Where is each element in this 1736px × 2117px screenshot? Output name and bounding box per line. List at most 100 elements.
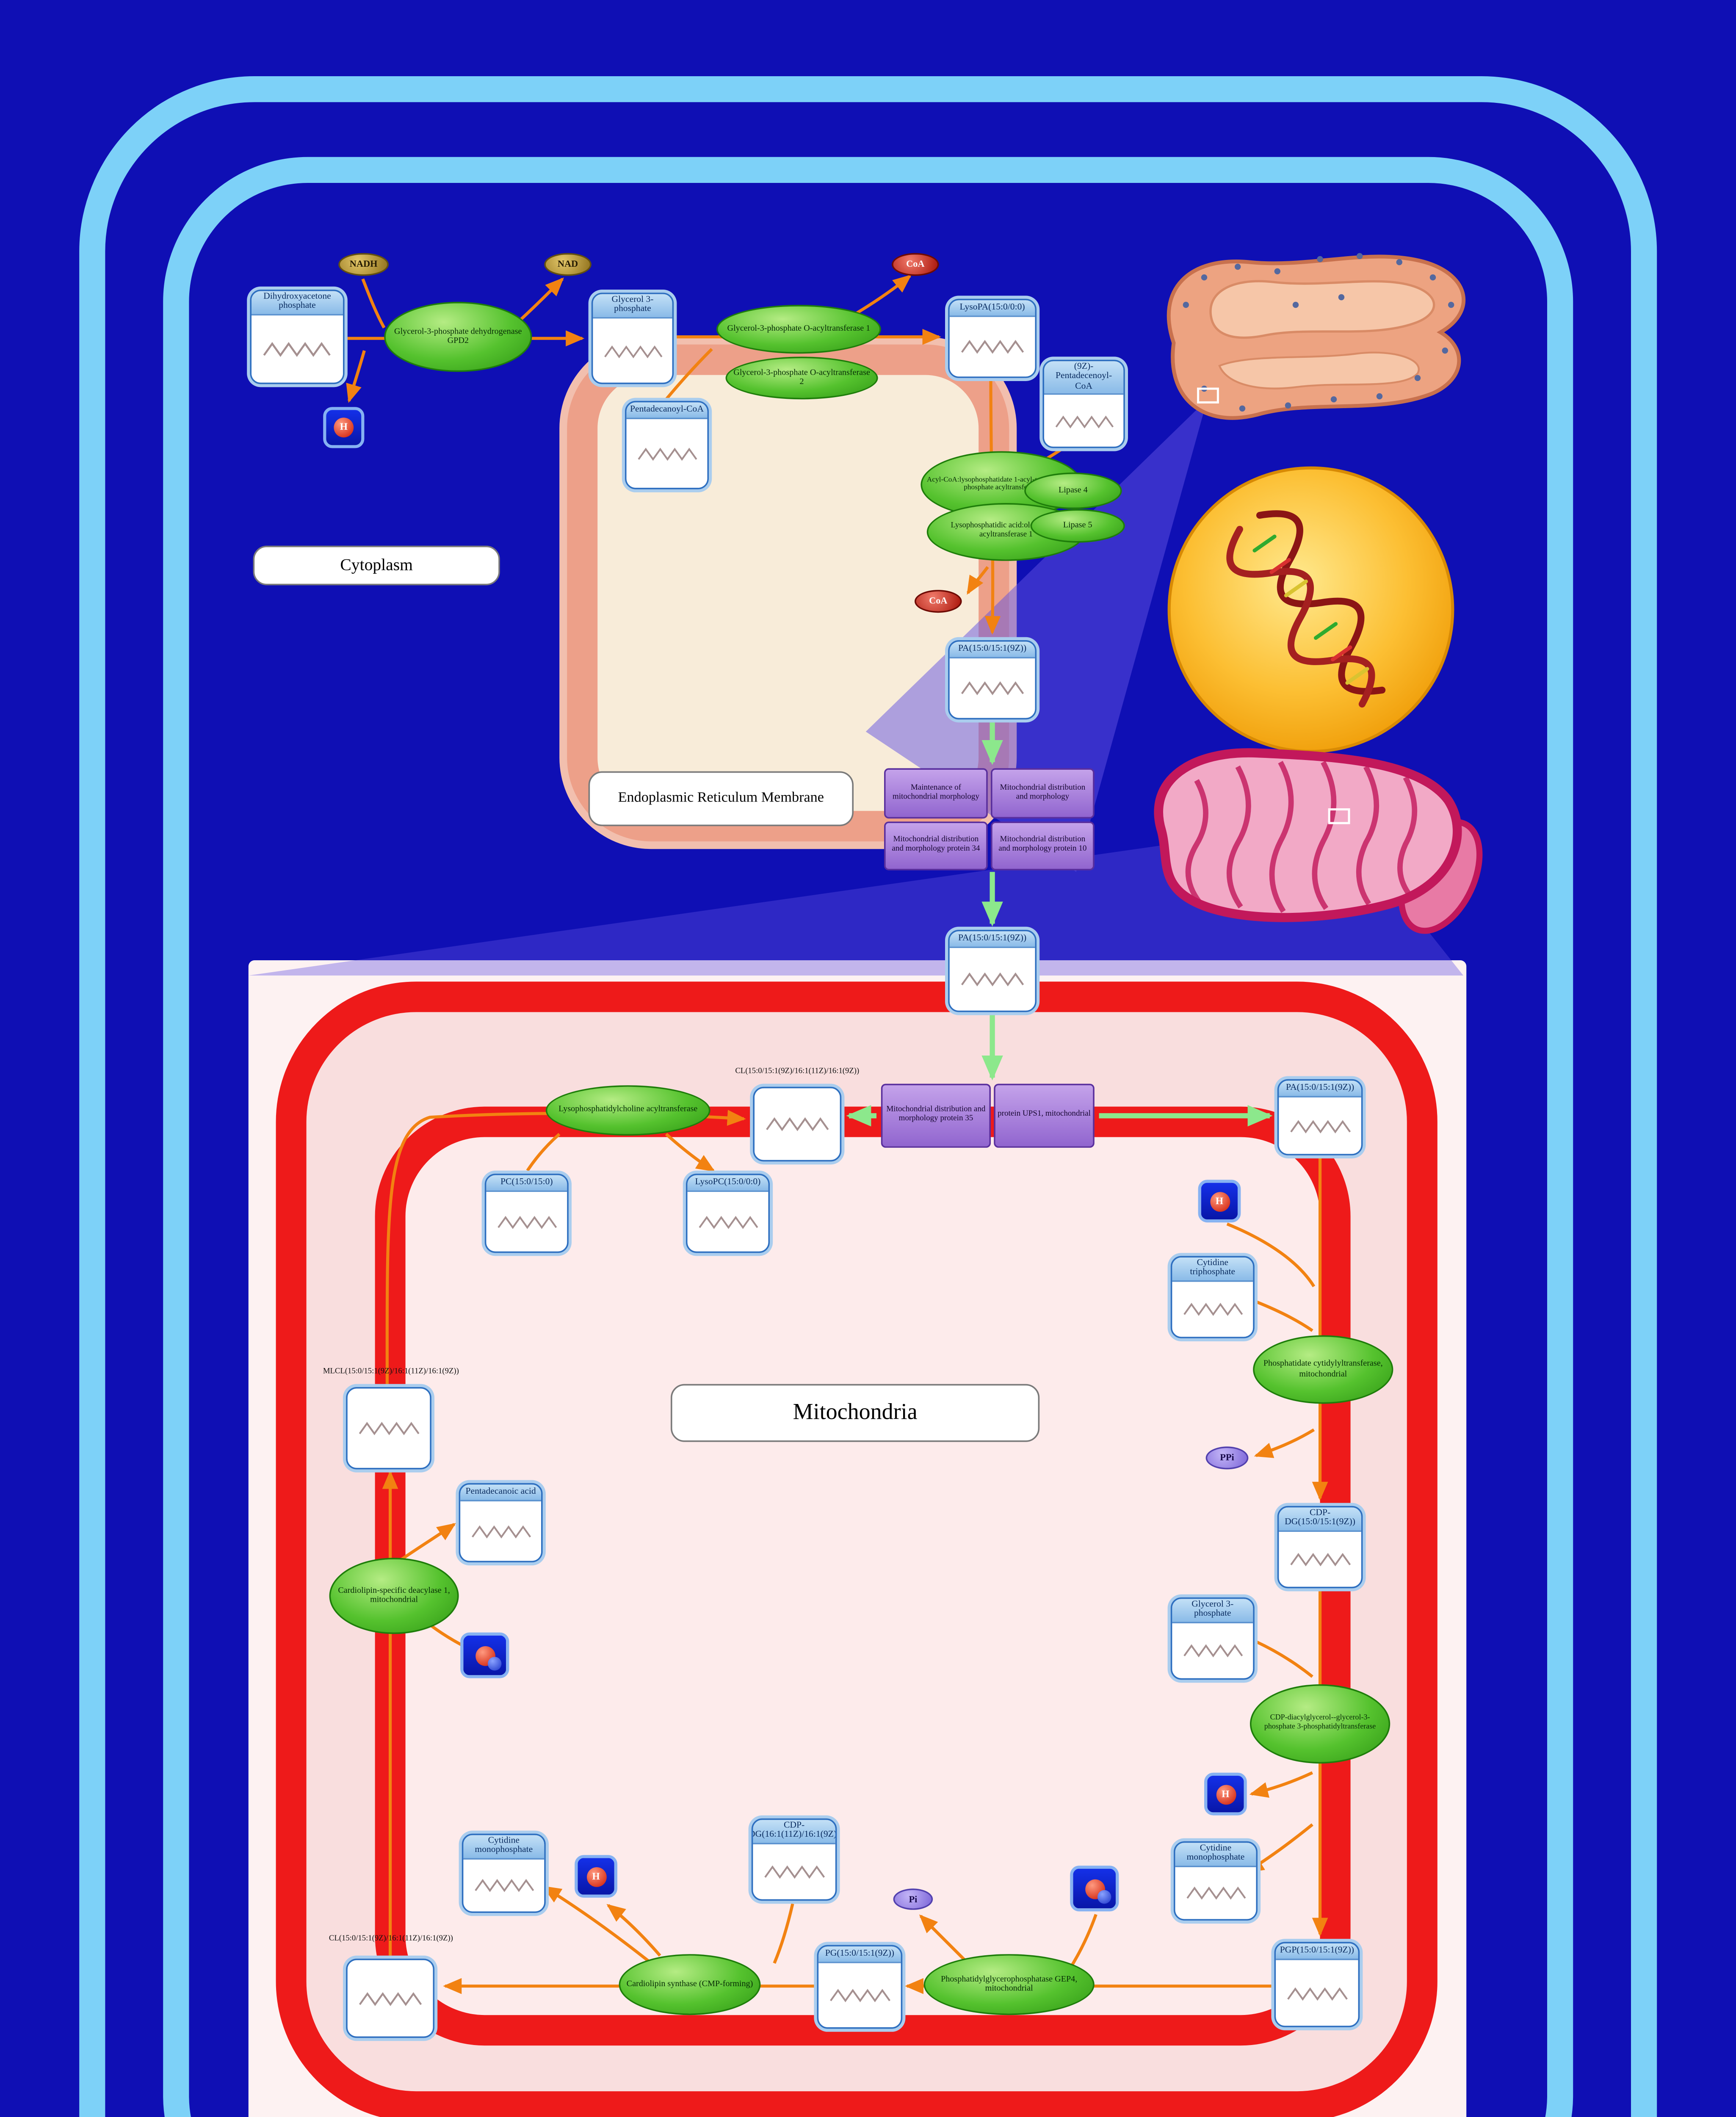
- enzyme-label: Cardiolipin synthase (CMP-forming): [626, 1979, 753, 1989]
- ppi-label: PPi: [1220, 1452, 1234, 1463]
- nadh-label: NADH: [349, 259, 378, 270]
- enzyme-label: CDP-diacylglycerol--glycerol-3-phosphate…: [1264, 1715, 1376, 1732]
- structure-drawing: [1276, 1960, 1358, 2026]
- complex-label: Mitochondrial distribution and morpholog…: [998, 835, 1087, 854]
- er-illustration-icon: [1167, 253, 1466, 420]
- metabolite-pa[interactable]: PA(15:0/15:1(9Z)): [1277, 1079, 1363, 1155]
- enzyme-cld1[interactable]: Cardiolipin-specific deacylase 1, mitoch…: [329, 1558, 459, 1634]
- metabolite-glycerol-3-phosphate[interactable]: Glycerol 3-phosphate: [1170, 1597, 1255, 1680]
- complex-ups1[interactable]: protein UPS1, mitochondrial: [994, 1083, 1095, 1148]
- complex-mdm[interactable]: Mitochondrial distribution and morpholog…: [991, 768, 1095, 819]
- enzyme-label: Lipase 5: [1063, 521, 1092, 531]
- cytoplasm-label: Cytoplasm: [253, 545, 500, 586]
- h2o-icon[interactable]: [1070, 1866, 1119, 1912]
- proton-ball: H: [1209, 1191, 1230, 1211]
- metabolite-glycerol-3-phosphate[interactable]: Glycerol 3-phosphate: [591, 293, 674, 384]
- metabolite-cmp[interactable]: Cytidine monophosphate: [462, 1833, 546, 1913]
- metabolite-label: PGP(15:0/15:1(9Z)): [1276, 1943, 1358, 1960]
- metabolite-pg[interactable]: PG(15:0/15:1(9Z)): [817, 1945, 903, 2029]
- structure-drawing: [626, 419, 708, 488]
- enzyme-label: Phosphatidylglycerophosphatase GEP4, mit…: [941, 1975, 1078, 1994]
- metabolite-pa[interactable]: PA(15:0/15:1(9Z)): [948, 640, 1037, 720]
- compartment-name: Cytoplasm: [340, 556, 413, 575]
- metabolite-label: LysoPC(15:0/0:0): [687, 1175, 768, 1192]
- structure-drawing: [347, 1388, 430, 1468]
- enzyme-cds[interactable]: Phosphatidate cytidylyltransferase, mito…: [1253, 1335, 1393, 1404]
- enzyme-lipase-5[interactable]: Lipase 5: [1030, 509, 1125, 543]
- metabolite-pentadecanoyl-coa[interactable]: Pentadecanoyl-CoA: [625, 401, 709, 489]
- metabolite-label: CL(15:0/15:1(9Z)/16:1(11Z)/16:1(9Z)): [735, 1067, 860, 1076]
- structure-drawing: [1172, 1623, 1253, 1678]
- er-membrane-label: Endoplasmic Reticulum Membrane: [588, 771, 854, 826]
- metabolite-ctp[interactable]: Cytidine triphosphate: [1170, 1256, 1255, 1338]
- metabolite-lysopc[interactable]: LysoPC(15:0/0:0): [686, 1174, 770, 1253]
- enzyme-pgps[interactable]: CDP-diacylglycerol--glycerol-3-phosphate…: [1250, 1684, 1390, 1764]
- structure-drawing: [818, 1963, 901, 2027]
- metabolite-label: (9Z)-Pentadecenoyl-CoA: [1044, 361, 1124, 395]
- pi-label: Pi: [909, 1894, 918, 1905]
- structure-drawing: [460, 1501, 541, 1561]
- nadh-molecule[interactable]: NADH: [338, 253, 389, 276]
- structure-drawing: [347, 1960, 433, 2037]
- metabolite-pentadecenoyl-coa[interactable]: (9Z)-Pentadecenoyl-CoA: [1042, 359, 1125, 448]
- metabolite-cdp-dg-a[interactable]: CDP-DG(15:0/15:1(9Z)): [1277, 1506, 1363, 1589]
- complex-mdm35[interactable]: Mitochondrial distribution and morpholog…: [881, 1083, 991, 1148]
- metabolite-cl[interactable]: [346, 1959, 434, 2038]
- structure-drawing: [949, 317, 1035, 377]
- enzyme-gpd2[interactable]: Glycerol-3-phosphate dehydrogenase GPD2: [384, 301, 532, 372]
- enzyme-lipase-4[interactable]: Lipase 4: [1024, 473, 1122, 509]
- structure-drawing: [1044, 395, 1124, 447]
- h-plus-icon[interactable]: H: [1204, 1772, 1247, 1816]
- metabolite-label: Cytidine triphosphate: [1172, 1257, 1253, 1282]
- complex-label: Maintenance of mitochondrial morphology: [892, 782, 979, 801]
- complex-label: Mitochondrial distribution and morpholog…: [1000, 782, 1086, 801]
- pi-molecule[interactable]: Pi: [893, 1888, 933, 1910]
- h-plus-icon[interactable]: H: [1198, 1180, 1241, 1223]
- complex-mmm1[interactable]: Maintenance of mitochondrial morphology: [884, 768, 988, 819]
- enzyme-gep4[interactable]: Phosphatidylglycerophosphatase GEP4, mit…: [923, 1954, 1095, 2015]
- structure-drawing: [687, 1192, 768, 1252]
- metabolite-label: PA(15:0/15:1(9Z)): [949, 931, 1035, 948]
- nad-molecule[interactable]: NAD: [544, 253, 592, 276]
- enzyme-label: Lysophosphatidylcholine acyltransferase: [558, 1105, 698, 1115]
- structure-drawing: [1172, 1282, 1253, 1337]
- enzyme-lpcat[interactable]: Lysophosphatidylcholine acyltransferase: [545, 1085, 710, 1136]
- coa-label: CoA: [906, 259, 925, 270]
- h-plus-icon[interactable]: H: [323, 407, 365, 448]
- metabolite-label: CDP-DG(16:1(11Z)/16:1(9Z)): [753, 1820, 835, 1844]
- metabolite-pentadecanoic-acid[interactable]: Pentadecanoic acid: [459, 1483, 543, 1562]
- mitochondria-illustration-icon: [1154, 748, 1483, 934]
- metabolite-cdp-dg-b[interactable]: CDP-DG(16:1(11Z)/16:1(9Z)): [751, 1818, 837, 1901]
- metabolite-cmp[interactable]: Cytidine monophosphate: [1174, 1841, 1258, 1921]
- coa-molecule[interactable]: CoA: [892, 253, 939, 276]
- metabolite-label: CDP-DG(15:0/15:1(9Z)): [1279, 1507, 1361, 1532]
- structure-drawing: [593, 318, 672, 383]
- enzyme-crd1[interactable]: Cardiolipin synthase (CMP-forming): [619, 1954, 761, 2015]
- complex-mdm10[interactable]: Mitochondrial distribution and morpholog…: [991, 821, 1095, 871]
- enzyme-label: Glycerol-3-phosphate O-acyltransferase 2: [733, 368, 870, 387]
- metabolite-label: CL(15:0/15:1(9Z)/16:1(11Z)/16:1(9Z)): [329, 1934, 453, 1943]
- metabolite-label: MLCL(15:0/15:1(9Z)/16:1(11Z)/16:1(9Z)): [323, 1367, 459, 1376]
- metabolite-pc[interactable]: PC(15:0/15:0): [484, 1174, 569, 1253]
- metabolite-label: Pentadecanoyl-CoA: [626, 402, 708, 419]
- structure-drawing: [1175, 1867, 1256, 1919]
- coa-molecule[interactable]: CoA: [915, 590, 962, 613]
- structure-drawing: [463, 1859, 545, 1912]
- er-zoom-wedge: [865, 399, 1208, 872]
- metabolite-pgp[interactable]: PGP(15:0/15:1(9Z)): [1274, 1942, 1360, 2027]
- transport-arrows: [846, 722, 1273, 1127]
- inner-cell-membrane: [163, 157, 1573, 2117]
- ppi-molecule[interactable]: PPi: [1205, 1446, 1249, 1470]
- metabolite-lysopa[interactable]: LysoPA(15:0/0:0): [948, 298, 1037, 378]
- h-plus-icon[interactable]: H: [575, 1855, 617, 1898]
- metabolite-pa[interactable]: PA(15:0/15:1(9Z)): [948, 930, 1037, 1012]
- metabolite-dihydroxyacetone-phosphate[interactable]: Dihydroxyacetone phosphate: [250, 290, 345, 384]
- enzyme-gpat1[interactable]: Glycerol-3-phosphate O-acyltransferase 1: [716, 305, 881, 354]
- metabolite-cl[interactable]: [753, 1086, 842, 1162]
- metabolite-mlcl[interactable]: [346, 1387, 431, 1470]
- proton-ball: H: [586, 1866, 606, 1886]
- enzyme-gpat2[interactable]: Glycerol-3-phosphate O-acyltransferase 2: [725, 357, 878, 400]
- h2o-icon[interactable]: [460, 1632, 509, 1678]
- complex-mdm34[interactable]: Mitochondrial distribution and morpholog…: [884, 821, 988, 871]
